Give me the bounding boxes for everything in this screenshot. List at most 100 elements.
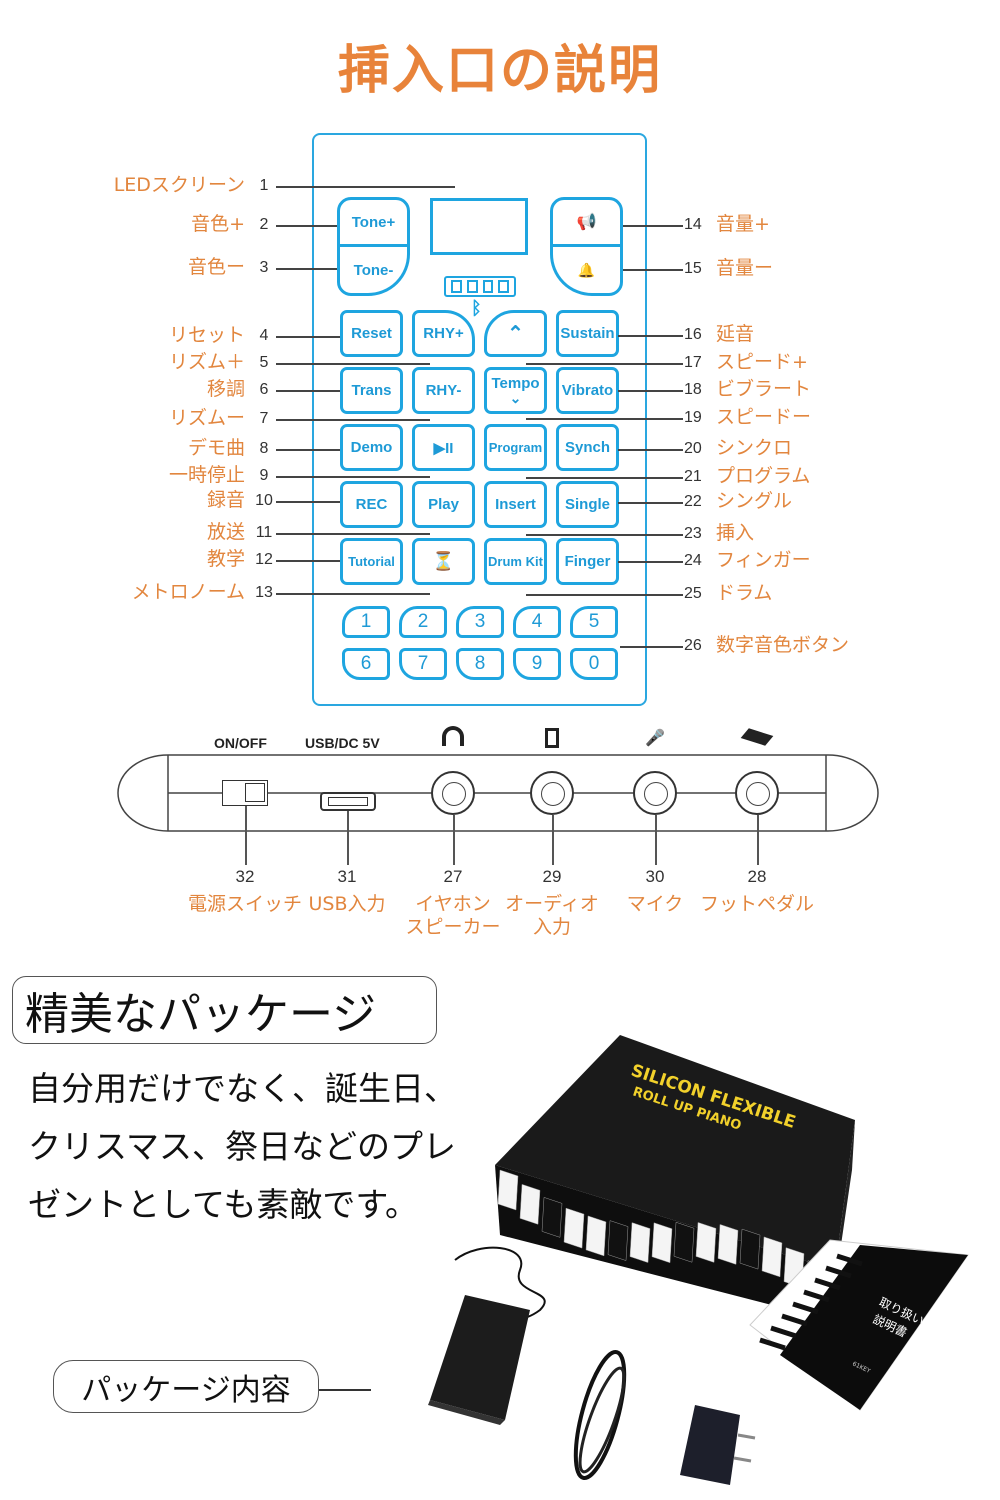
number-key-label: 6 xyxy=(360,653,372,674)
play-button[interactable]: Play xyxy=(412,481,475,528)
usb-cable xyxy=(573,1350,627,1480)
finger-label: Finger xyxy=(564,553,611,570)
tempo-label: Tempo xyxy=(491,374,540,392)
leader-line xyxy=(276,476,430,478)
callout-number: 1 xyxy=(259,177,269,194)
leader-line xyxy=(453,815,455,865)
package-text-line: ゼントとしても素敵です。 xyxy=(28,1185,419,1224)
number-key-label: 9 xyxy=(531,653,543,674)
port-number: 28 xyxy=(747,867,767,886)
callout-number: 5 xyxy=(259,354,269,371)
usb-dc-label: USB/DC 5V xyxy=(305,735,380,751)
reset-button[interactable]: Reset xyxy=(340,310,403,357)
callout-label-left: リズムー xyxy=(168,407,245,429)
box-piano-key xyxy=(695,1222,717,1263)
port-number: 31 xyxy=(337,867,357,886)
tempo-up-button[interactable]: ⌃ xyxy=(484,310,547,357)
leader-line xyxy=(618,390,683,392)
callout-number: 8 xyxy=(259,440,269,457)
leader-line xyxy=(276,336,340,338)
bluetooth-icon: ᛒ xyxy=(471,298,482,319)
callout-label-left: 音色+ xyxy=(191,213,245,235)
foot-pedal-jack[interactable] xyxy=(735,771,779,815)
box-piano-key xyxy=(739,1228,761,1270)
manual-piano-key xyxy=(836,1253,863,1267)
box-piano-key xyxy=(497,1169,519,1211)
callout-label-left: メトロノーム xyxy=(131,581,245,603)
sustain-button[interactable]: Sustain xyxy=(556,310,619,357)
box-piano-key xyxy=(519,1183,541,1225)
tempo-button[interactable]: Tempo⌄ xyxy=(484,367,547,414)
insert-button[interactable]: Insert xyxy=(484,481,547,528)
tutorial-label: Tutorial xyxy=(348,554,395,569)
leader-line xyxy=(618,561,683,563)
headphone-jack[interactable] xyxy=(431,771,475,815)
number-key-5[interactable]: 5 xyxy=(570,606,618,638)
number-key-6[interactable]: 6 xyxy=(342,648,390,680)
box-piano-key xyxy=(607,1220,629,1261)
volume-down-button[interactable]: 🔔 xyxy=(550,244,623,296)
single-label: Single xyxy=(564,496,610,513)
tutorial-button[interactable]: Tutorial xyxy=(340,538,403,585)
tone-minus-label: Tone- xyxy=(353,261,394,279)
tone-plus-button[interactable]: Tone+ xyxy=(337,197,410,247)
number-key-9[interactable]: 9 xyxy=(513,648,561,680)
box-piano-key xyxy=(761,1236,783,1278)
power-switch[interactable] xyxy=(222,780,268,806)
number-key-8[interactable]: 8 xyxy=(456,648,504,680)
callout-number: 19 xyxy=(684,409,702,426)
callout-number: 7 xyxy=(259,410,269,427)
usb-port[interactable] xyxy=(320,792,376,811)
finger-button[interactable]: Finger xyxy=(556,538,619,585)
port-label-line: フットペダル xyxy=(699,893,814,915)
rhy-plus-button[interactable]: RHY+ xyxy=(412,310,475,357)
number-key-7[interactable]: 7 xyxy=(399,648,447,680)
vibrato-button[interactable]: Vibrato xyxy=(556,367,619,414)
trans-label: Trans xyxy=(351,382,392,399)
program-button[interactable]: Program xyxy=(484,424,547,471)
chevron-double-up-icon: ⌃ xyxy=(507,323,524,345)
leader-line xyxy=(347,811,349,865)
callout-number: 11 xyxy=(255,524,273,541)
box-piano-key xyxy=(585,1215,607,1257)
rhy-minus-button[interactable]: RHY- xyxy=(412,367,475,414)
audio-input-jack[interactable] xyxy=(530,771,574,815)
leader-line xyxy=(620,646,683,648)
leader-line xyxy=(623,225,683,227)
speaker-icon xyxy=(545,728,559,748)
callout-number: 15 xyxy=(684,260,702,277)
callout-label-left: 放送 xyxy=(206,521,245,543)
number-key-label: 4 xyxy=(531,611,543,632)
callout-label-right: 数字音色ボタン xyxy=(716,634,850,656)
number-key-4[interactable]: 4 xyxy=(513,606,561,638)
drum-kit-button[interactable]: Drum Kit xyxy=(484,538,547,585)
leader-line xyxy=(526,594,683,596)
manual-piano-key xyxy=(792,1301,819,1315)
number-key-0[interactable]: 0 xyxy=(570,648,618,680)
metronome-button[interactable]: ⏳ xyxy=(412,538,475,585)
number-key-1[interactable]: 1 xyxy=(342,606,390,638)
callout-number: 13 xyxy=(255,584,273,601)
callout-number: 24 xyxy=(684,552,702,569)
callout-label-right: スピード+ xyxy=(716,351,808,373)
demo-button[interactable]: Demo xyxy=(340,424,403,471)
callout-number: 4 xyxy=(259,327,269,344)
callout-number: 17 xyxy=(684,354,702,371)
box-piano-key xyxy=(673,1221,695,1263)
leader-line xyxy=(655,815,657,865)
number-key-3[interactable]: 3 xyxy=(456,606,504,638)
rec-button[interactable]: REC xyxy=(340,481,403,528)
number-key-2[interactable]: 2 xyxy=(399,606,447,638)
single-button[interactable]: Single xyxy=(556,481,619,528)
callout-label-left: 教学 xyxy=(206,548,245,570)
synch-button[interactable]: Synch xyxy=(556,424,619,471)
volume-up-button[interactable]: 📢 xyxy=(550,197,623,247)
manual-piano-key xyxy=(814,1277,841,1291)
power-adapter xyxy=(680,1405,756,1485)
microphone-jack[interactable] xyxy=(633,771,677,815)
play-pause-button[interactable]: ▶II xyxy=(412,424,475,471)
trans-button[interactable]: Trans xyxy=(340,367,403,414)
play-pause-icon: ▶II xyxy=(433,439,454,457)
callout-label-left: リセット xyxy=(168,324,245,346)
callout-label-left: 一時停止 xyxy=(168,464,245,486)
